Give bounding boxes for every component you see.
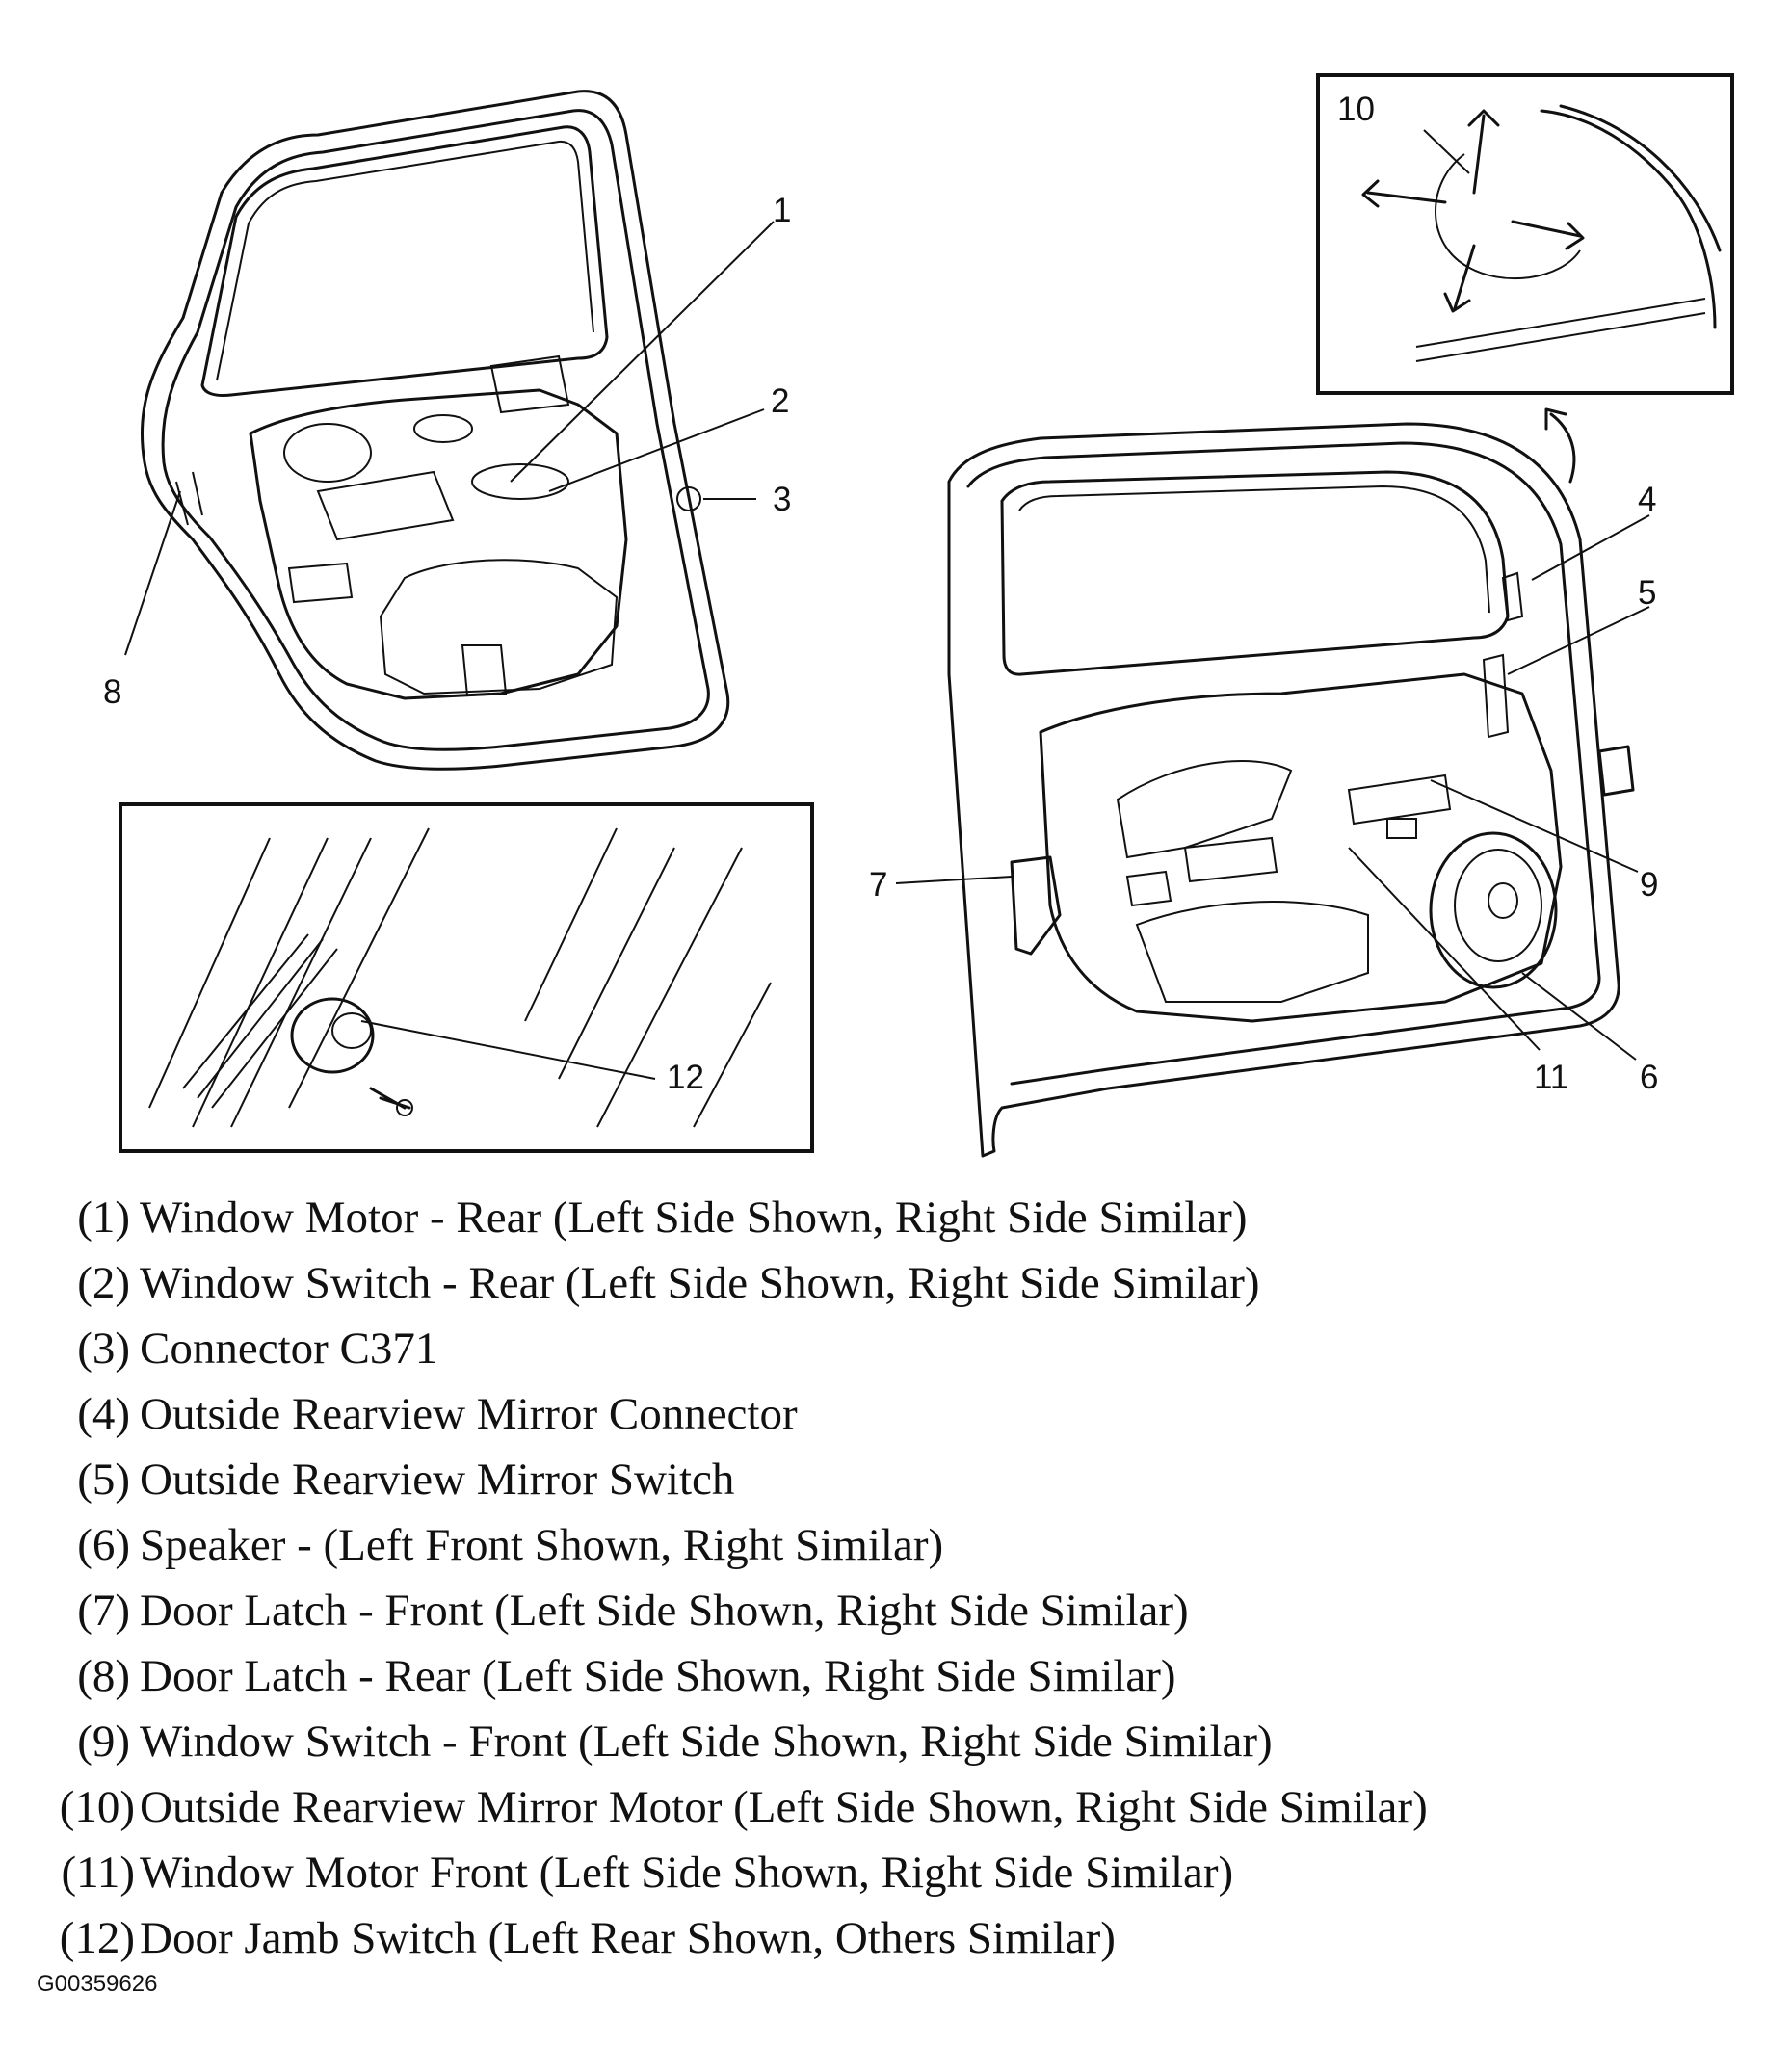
callout-4: 4	[1638, 481, 1656, 518]
callout-1: 1	[773, 192, 791, 229]
callout-labels: 1 2 3 4 5 6 7 8 9 10 11 12	[103, 91, 1658, 1096]
legend-item: (7)Door Latch - Front (Left Side Shown, …	[0, 1578, 1765, 1643]
legend-item-text: Connector C371	[140, 1324, 438, 1374]
legend-item: (3)Connector C371	[0, 1316, 1765, 1381]
legend-item-text: Outside Rearview Mirror Connector	[140, 1389, 798, 1439]
callout-10: 10	[1337, 91, 1375, 128]
legend-item: (12)Door Jamb Switch (Left Rear Shown, O…	[0, 1905, 1765, 1971]
legend-item-number: (7)	[77, 1586, 130, 1636]
legend-item-number: (8)	[77, 1651, 130, 1701]
callout-2: 2	[771, 382, 789, 420]
legend-item-number: (6)	[77, 1520, 130, 1570]
legend-item-number: (4)	[77, 1389, 130, 1439]
legend-item-number: (12)	[59, 1913, 135, 1963]
legend-item-number: (2)	[77, 1258, 130, 1308]
legend-item: (9)Window Switch - Front (Left Side Show…	[0, 1709, 1765, 1774]
legend-item-text: Speaker - (Left Front Shown, Right Simil…	[140, 1520, 944, 1570]
legend-item: (4)Outside Rearview Mirror Connector	[0, 1381, 1765, 1447]
callout-9: 9	[1640, 866, 1658, 904]
legend-item: (6)Speaker - (Left Front Shown, Right Si…	[0, 1512, 1765, 1578]
legend-item-number: (5)	[77, 1455, 130, 1505]
legend-item: (1)Window Motor - Rear (Left Side Shown,…	[0, 1185, 1765, 1250]
legend-item: (5)Outside Rearview Mirror Switch	[0, 1447, 1765, 1512]
leader-lines	[124, 129, 1650, 1080]
door-components-illustration: 1 2 3 4 5 6 7 8 9 10 11 12	[103, 73, 1734, 1158]
callout-3: 3	[773, 481, 791, 518]
legend-item-number: (1)	[77, 1193, 130, 1243]
legend-item-number: (10)	[59, 1782, 135, 1832]
legend-item-text: Outside Rearview Mirror Switch	[140, 1455, 735, 1505]
legend-item-text: Window Motor - Rear (Left Side Shown, Ri…	[140, 1193, 1248, 1243]
legend-item-text: Door Latch - Front (Left Side Shown, Rig…	[140, 1586, 1189, 1636]
callout-5: 5	[1638, 574, 1656, 612]
figure-id: G00359626	[37, 1971, 158, 1997]
front-door-illustration	[947, 422, 1635, 1158]
legend-item-text: Door Latch - Rear (Left Side Shown, Righ…	[140, 1651, 1176, 1701]
legend-item-number: (3)	[77, 1324, 130, 1374]
legend-item: (11)Window Motor Front (Left Side Shown,…	[0, 1840, 1765, 1905]
callout-12: 12	[667, 1059, 704, 1096]
legend-item-number: (9)	[77, 1717, 130, 1767]
legend-item-text: Window Motor Front (Left Side Shown, Rig…	[140, 1848, 1234, 1898]
callout-8: 8	[103, 673, 121, 711]
legend-item-text: Window Switch - Front (Left Side Shown, …	[140, 1717, 1273, 1767]
callout-7: 7	[869, 866, 887, 904]
legend-item: (10)Outside Rearview Mirror Motor (Left …	[0, 1774, 1765, 1840]
rear-door-illustration	[140, 90, 730, 771]
legend-item-text: Window Switch - Rear (Left Side Shown, R…	[140, 1258, 1260, 1308]
legend-item: (8)Door Latch - Rear (Left Side Shown, R…	[0, 1643, 1765, 1709]
legend-item-number: (11)	[61, 1848, 135, 1898]
callout-6: 6	[1640, 1059, 1658, 1096]
mirror-motor-inset	[1316, 73, 1734, 484]
legend-item: (2)Window Switch - Rear (Left Side Shown…	[0, 1250, 1765, 1316]
legend-item-text: Outside Rearview Mirror Motor (Left Side…	[140, 1782, 1428, 1832]
legend-item-text: Door Jamb Switch (Left Rear Shown, Other…	[140, 1913, 1116, 1963]
door-jamb-switch-inset	[119, 802, 814, 1153]
callout-11: 11	[1534, 1059, 1568, 1096]
